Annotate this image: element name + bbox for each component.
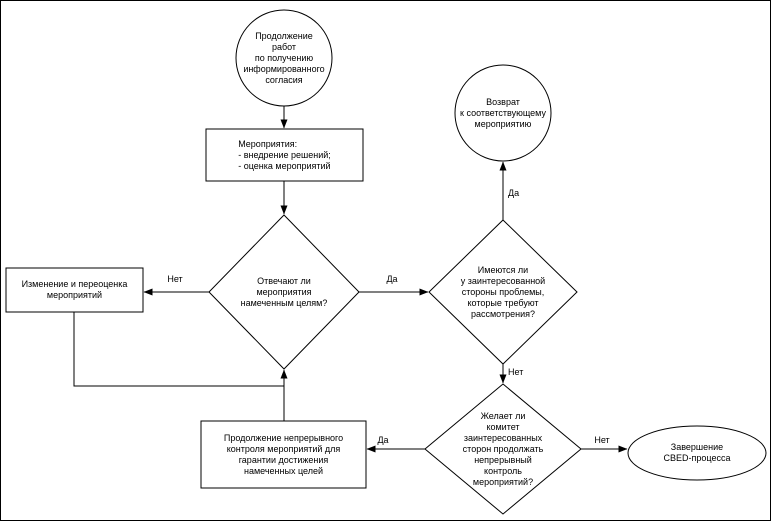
edge-change-to-junction xyxy=(73,312,284,387)
return-terminator-shape xyxy=(454,64,552,162)
control-process-shape xyxy=(200,420,367,489)
end-terminator-shape xyxy=(627,425,767,481)
activities-process-shape xyxy=(205,128,364,182)
decision-problems-shape xyxy=(428,219,578,365)
decision-continue-shape xyxy=(424,383,582,515)
start-terminator-shape xyxy=(235,9,333,107)
decision-goals-shape xyxy=(208,214,360,370)
change-process-shape xyxy=(5,267,144,313)
